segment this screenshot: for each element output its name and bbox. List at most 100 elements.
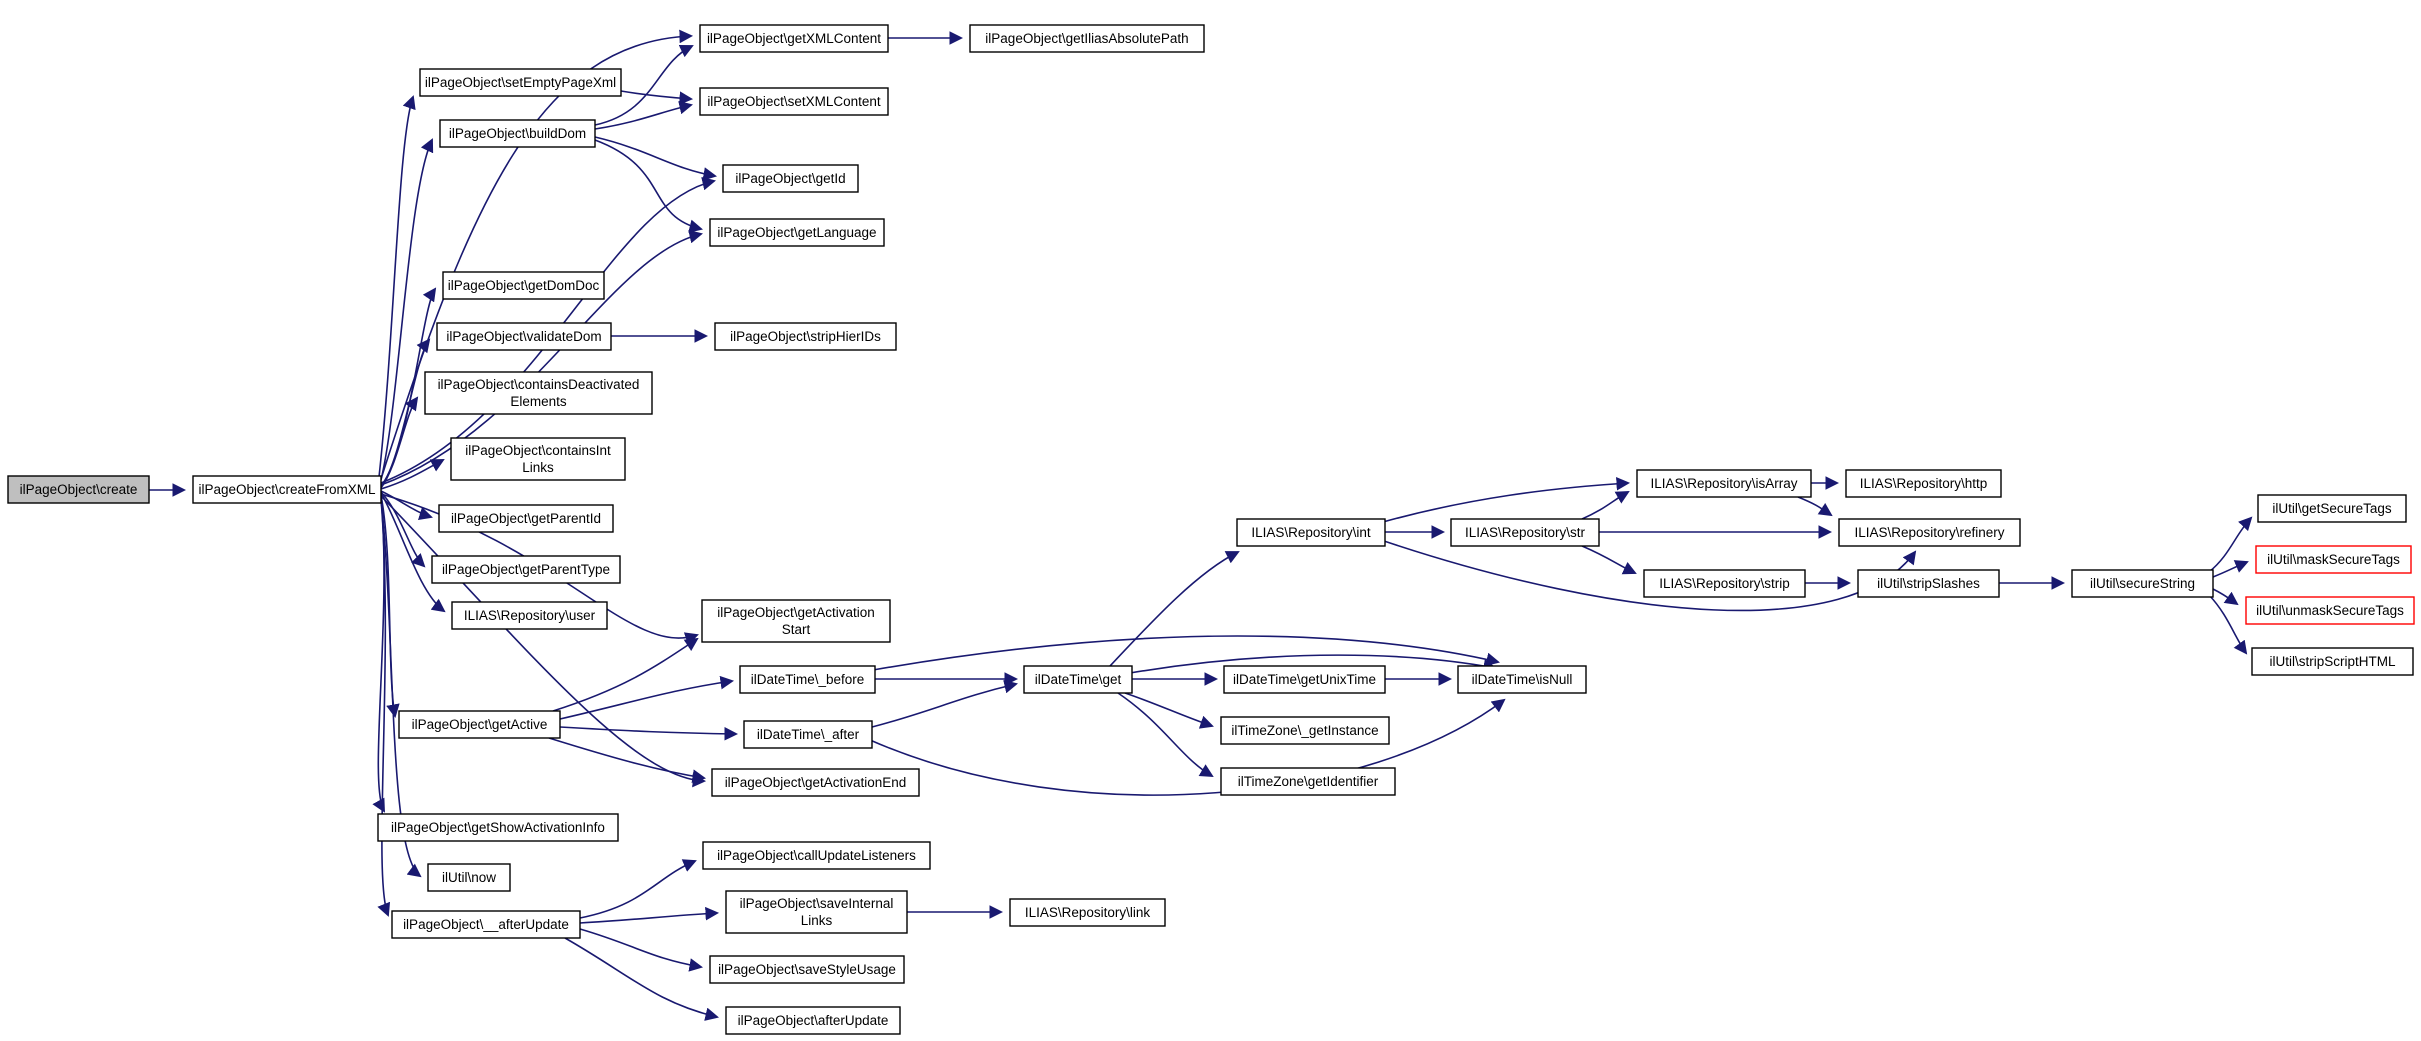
node-saveStyleUsage-label: ilPageObject\saveStyleUsage <box>718 962 896 977</box>
node-saveStyleUsage[interactable]: ilPageObject\saveStyleUsage <box>709 955 905 984</box>
edge-buildDom-setXMLContent <box>594 100 693 130</box>
node-datetime-before-label: ilDateTime\_before <box>751 672 865 687</box>
edge-buildDom-getLanguage <box>594 139 703 233</box>
node-afterUpdate-label: ilPageObject\afterUpdate <box>738 1013 889 1028</box>
node-create-label: ilPageObject\create <box>20 482 138 497</box>
node-datetime-after-label: ilDateTime\_after <box>757 727 860 742</box>
node-afterUpdate-private[interactable]: ilPageObject\__afterUpdate <box>391 910 581 939</box>
node-containsIntLinks-label-1: ilPageObject\containsInt <box>465 443 611 458</box>
node-getActivationEnd[interactable]: ilPageObject\getActivationEnd <box>711 768 920 797</box>
node-timezone-getIdentifier[interactable]: ilTimeZone\getIdentifier <box>1220 767 1396 796</box>
node-getShowActivationInfo-box <box>377 813 619 842</box>
node-getIliasAbsolutePath-box <box>969 24 1205 53</box>
node-repository-str-box <box>1450 518 1600 547</box>
node-containsIntLinks-box <box>450 437 626 481</box>
node-getUnixTime[interactable]: ilDateTime\getUnixTime <box>1223 665 1386 694</box>
node-getParentType[interactable]: ilPageObject\getParentType <box>431 555 621 584</box>
node-createFromXML[interactable]: ilPageObject\createFromXML <box>192 475 382 504</box>
edge-getActive-getActivationEnd <box>548 737 707 783</box>
node-repository-link[interactable]: ILIAS\Repository\link <box>1009 898 1166 927</box>
node-getUnixTime-box <box>1223 665 1386 694</box>
edge-after-isNull <box>869 698 1506 796</box>
node-callUpdateListeners[interactable]: ilPageObject\callUpdateListeners <box>702 841 931 870</box>
node-repository-isArray[interactable]: ILIAS\Repository\isArray <box>1636 469 1812 498</box>
node-setXMLContent[interactable]: ilPageObject\setXMLContent <box>699 87 889 116</box>
node-afterUpdate[interactable]: ilPageObject\afterUpdate <box>725 1006 901 1035</box>
node-datetime-isNull-label: ilDateTime\isNull <box>1472 672 1573 687</box>
node-util-stripSlashes[interactable]: ilUtil\stripSlashes <box>1857 569 2000 598</box>
node-repository-http[interactable]: ILIAS\Repository\http <box>1845 469 2002 498</box>
node-getIliasAbsolutePath[interactable]: ilPageObject\getIliasAbsolutePath <box>969 24 1205 53</box>
node-repository-str[interactable]: ILIAS\Repository\str <box>1450 518 1600 547</box>
node-util-getSecureTags-box <box>2257 494 2407 523</box>
node-stripHierIDs-box <box>714 322 897 351</box>
node-buildDom[interactable]: ilPageObject\buildDom <box>439 119 596 148</box>
node-validateDom[interactable]: ilPageObject\validateDom <box>436 322 612 351</box>
node-getLanguage[interactable]: ilPageObject\getLanguage <box>709 218 885 247</box>
node-getParentType-box <box>431 555 621 584</box>
node-datetime-get-box <box>1023 665 1133 694</box>
node-util-maskSecureTags-label: ilUtil\maskSecureTags <box>2267 552 2400 567</box>
node-repository-link-label: ILIAS\Repository\link <box>1025 905 1151 920</box>
node-getActive-box <box>398 710 561 739</box>
node-buildDom-box <box>439 119 596 148</box>
node-repository-strip[interactable]: ILIAS\Repository\strip <box>1643 569 1806 598</box>
node-datetime-isNull[interactable]: ilDateTime\isNull <box>1457 665 1587 694</box>
node-util-stripScriptHTML[interactable]: ilUtil\stripScriptHTML <box>2251 647 2414 676</box>
node-util-stripScriptHTML-box <box>2251 647 2414 676</box>
node-getXMLContent-box <box>699 24 889 53</box>
node-datetime-get[interactable]: ilDateTime\get <box>1023 665 1133 694</box>
edge-createFromXML-afterUpdatePrivate <box>377 498 391 917</box>
edge-secureString-maskSecureTags <box>2212 560 2249 578</box>
node-repository-int[interactable]: ILIAS\Repository\int <box>1236 518 1386 547</box>
node-containsIntLinks[interactable]: ilPageObject\containsInt Links <box>450 437 626 481</box>
node-setEmptyPageXml[interactable]: ilPageObject\setEmptyPageXml <box>419 68 622 97</box>
node-getShowActivationInfo[interactable]: ilPageObject\getShowActivationInfo <box>377 813 619 842</box>
node-create-box <box>7 475 150 504</box>
node-getParentId[interactable]: ilPageObject\getParentId <box>438 504 614 533</box>
node-util-now[interactable]: ilUtil\now <box>427 863 511 892</box>
node-getId[interactable]: ilPageObject\getId <box>722 164 859 193</box>
node-datetime-after[interactable]: ilDateTime\_after <box>743 720 873 749</box>
node-util-getSecureTags[interactable]: ilUtil\getSecureTags <box>2257 494 2407 523</box>
edge-createFromXML-containsInt <box>380 459 445 490</box>
node-getXMLContent-label: ilPageObject\getXMLContent <box>707 31 881 46</box>
node-timezone-getInstance-box <box>1220 716 1390 745</box>
node-getDomDoc[interactable]: ilPageObject\getDomDoc <box>442 271 605 300</box>
node-getActivationStart-label-1: ilPageObject\getActivation <box>717 605 875 620</box>
node-getId-box <box>722 164 859 193</box>
node-saveInternalLinks[interactable]: ilPageObject\saveInternal Links <box>725 890 908 934</box>
node-validateDom-label: ilPageObject\validateDom <box>446 329 601 344</box>
node-saveInternalLinks-label-1: ilPageObject\saveInternal <box>740 896 894 911</box>
node-repository-int-label: ILIAS\Repository\int <box>1251 525 1371 540</box>
node-util-unmaskSecureTags-label: ilUtil\unmaskSecureTags <box>2256 603 2404 618</box>
node-repository-refinery[interactable]: ILIAS\Repository\refinery <box>1838 518 2021 547</box>
node-containsDeactivatedElements[interactable]: ilPageObject\containsDeactivated Element… <box>424 371 653 415</box>
edge-afterUpdatePrivate-afterUpdate <box>564 937 719 1021</box>
node-repository-user-box <box>451 601 608 630</box>
node-getDomDoc-box <box>442 271 605 300</box>
node-create[interactable]: ilPageObject\create <box>7 475 150 504</box>
node-containsDeactivatedElements-label-2: Elements <box>510 394 567 409</box>
node-getLanguage-box <box>709 218 885 247</box>
node-timezone-getInstance-label: ilTimeZone\_getInstance <box>1231 723 1378 738</box>
node-getShowActivationInfo-label: ilPageObject\getShowActivationInfo <box>391 820 605 835</box>
node-util-stripSlashes-label: ilUtil\stripSlashes <box>1877 576 1980 591</box>
node-getActivationEnd-label: ilPageObject\getActivationEnd <box>725 775 907 790</box>
node-getXMLContent[interactable]: ilPageObject\getXMLContent <box>699 24 889 53</box>
node-util-secureString[interactable]: ilUtil\secureString <box>2071 569 2214 598</box>
node-getActive-label: ilPageObject\getActive <box>412 717 548 732</box>
node-repository-user-label: ILIAS\Repository\user <box>464 608 596 623</box>
node-datetime-before[interactable]: ilDateTime\_before <box>739 665 876 694</box>
node-util-maskSecureTags[interactable]: ilUtil\maskSecureTags <box>2255 545 2412 574</box>
node-createFromXML-box <box>192 475 382 504</box>
node-util-unmaskSecureTags[interactable]: ilUtil\unmaskSecureTags <box>2245 596 2415 625</box>
node-datetime-after-box <box>743 720 873 749</box>
node-repository-user[interactable]: ILIAS\Repository\user <box>451 601 608 630</box>
node-getActivationStart[interactable]: ilPageObject\getActivation Start <box>701 599 891 643</box>
node-timezone-getInstance[interactable]: ilTimeZone\_getInstance <box>1220 716 1390 745</box>
node-getActive[interactable]: ilPageObject\getActive <box>398 710 561 739</box>
node-stripHierIDs[interactable]: ilPageObject\stripHierIDs <box>714 322 897 351</box>
